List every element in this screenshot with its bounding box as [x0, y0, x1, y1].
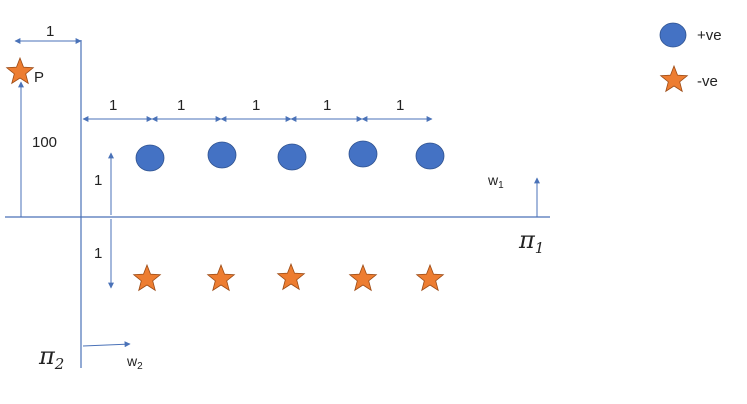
negative-point — [276, 262, 306, 291]
point-p-star — [5, 56, 35, 85]
spacing-label: 1 — [109, 97, 117, 114]
w2-subscript: 2 — [137, 361, 143, 372]
p-distance-label: 100 — [32, 134, 57, 151]
spacing-arrows: 1 1 1 1 1 — [82, 97, 433, 122]
negative-point — [132, 263, 162, 292]
legend: +ve -ve — [659, 22, 722, 93]
spacing-label: 1 — [323, 97, 331, 114]
pi1-subscript: 1 — [535, 239, 545, 257]
positive-point — [348, 140, 378, 168]
p-to-pi2-label: 1 — [46, 23, 54, 40]
negative-point — [206, 263, 236, 292]
point-p-label: P — [34, 69, 44, 86]
w1-label: w1 — [487, 172, 504, 191]
legend-positive-label: +ve — [697, 27, 722, 44]
positive-offset-label: 1 — [94, 172, 102, 189]
negative-point — [415, 263, 445, 292]
positive-points — [135, 140, 445, 172]
negative-points — [132, 262, 445, 292]
positive-point — [277, 143, 307, 171]
spacing-label: 1 — [177, 97, 185, 114]
w2-arrow — [82, 341, 131, 348]
spacing-label: 1 — [396, 97, 404, 114]
pi2-label: π2 — [38, 342, 64, 373]
w1-subscript: 1 — [498, 180, 504, 191]
w2-label: w2 — [126, 353, 143, 372]
legend-positive-marker — [659, 22, 687, 48]
spacing-label: 1 — [252, 97, 260, 114]
positive-point — [415, 142, 445, 170]
pi2-subscript: 2 — [54, 355, 65, 373]
legend-negative-label: -ve — [697, 73, 718, 90]
pi1-label: π1 — [518, 226, 544, 257]
positive-point — [135, 144, 165, 172]
positive-point — [207, 141, 237, 169]
negative-offset-label: 1 — [94, 245, 102, 262]
legend-negative-marker — [659, 64, 689, 93]
point-p: P — [5, 56, 44, 86]
negative-point — [348, 263, 378, 292]
